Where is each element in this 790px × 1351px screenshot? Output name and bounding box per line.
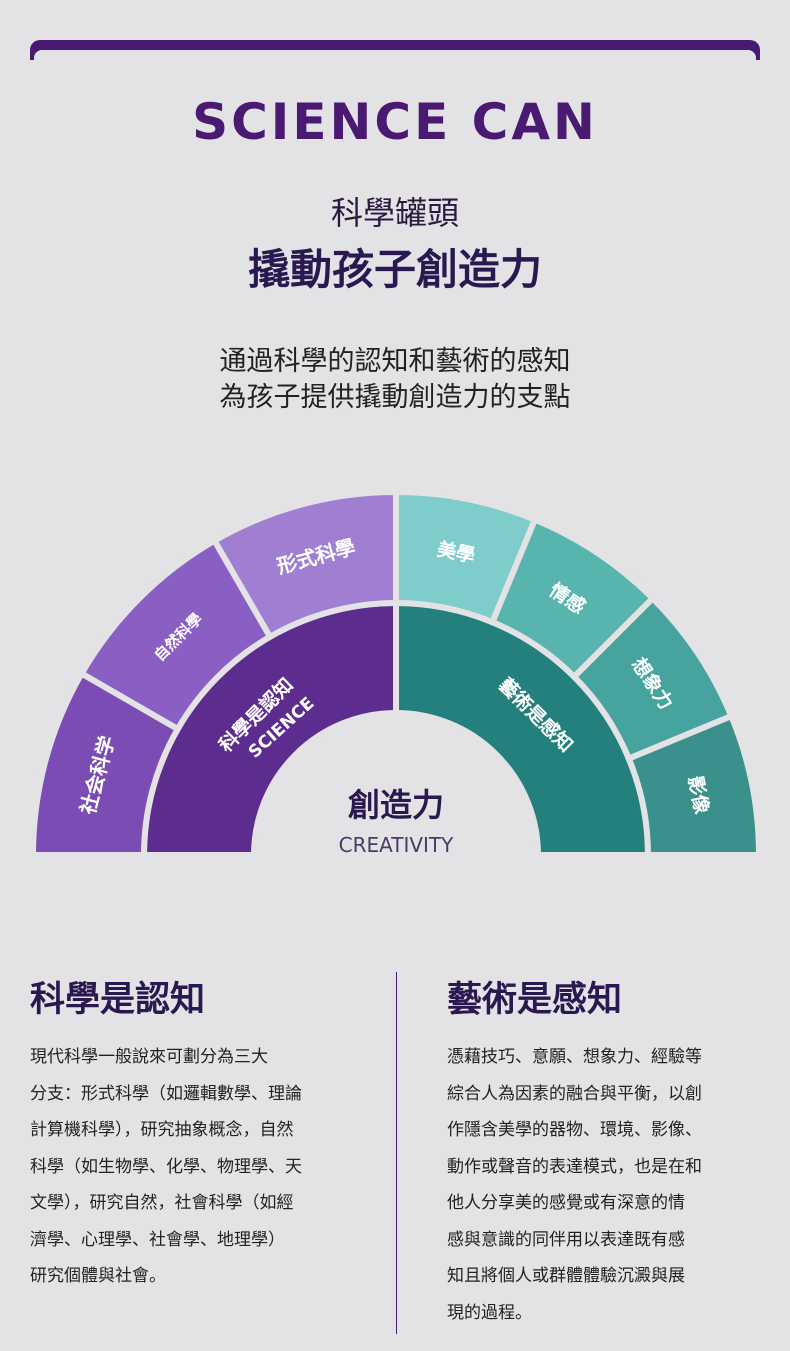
science-line: 科學（如生物學、化學、物理學、天: [30, 1156, 302, 1177]
art-line: 知且將個人或群體體驗沉澱與展: [447, 1266, 685, 1286]
art-line: 憑藉技巧、意願、想象力、經驗等: [447, 1047, 702, 1067]
art-line: 他人分享美的感覺或有深意的情: [447, 1193, 685, 1213]
science-line: 研究個體與社會。: [30, 1266, 166, 1286]
subtitle: 通過科學的認知和藝術的感知 為孩子提供撬動創造力的支點: [0, 344, 790, 416]
art-line: 綜合人為因素的融合與平衡，以創: [447, 1083, 702, 1104]
art-line: 感與意識的同伴用以表達既有感: [447, 1229, 685, 1250]
section-divider: [396, 972, 397, 1334]
wheel-center-subtitle: CREATIVITY: [339, 833, 455, 857]
science-line: 現代科學一般說來可劃分為三大: [30, 1047, 268, 1067]
science-line: 文學），研究自然，社會科學（如經: [30, 1193, 294, 1213]
top-decorative-bar: [30, 40, 760, 62]
science-title: 科學是認知: [30, 980, 206, 1020]
art-section: 藝術是感知 憑藉技巧、意願、想象力、經驗等 綜合人為因素的融合與平衡，以創 作隱…: [447, 975, 769, 1331]
art-line: 現的過程。: [447, 1302, 532, 1323]
page-title-line1: 科學罐頭: [330, 194, 459, 232]
page-title-line2: 撬動孩子創造力: [247, 245, 542, 294]
wheel-center-title: 創造力: [348, 786, 444, 824]
art-segment: [624, 712, 763, 858]
science-line: 分支：形式科學（如邏輯數學、理論: [30, 1083, 302, 1104]
art-title: 藝術是感知: [447, 980, 623, 1020]
science-body: 現代科學一般說來可劃分為三大 分支：形式科學（如邏輯數學、理論 計算機科學），研…: [30, 1039, 360, 1295]
art-body: 憑藉技巧、意願、想象力、經驗等 綜合人為因素的融合與平衡，以創 作隱含美學的器物…: [447, 1039, 769, 1331]
science-section: 科學是認知 現代科學一般說來可劃分為三大 分支：形式科學（如邏輯數學、理論 計算…: [30, 975, 360, 1295]
science-line: 計算機科學），研究抽象概念，自然: [30, 1120, 294, 1140]
subtitle-line1: 通過科學的認知和藝術的感知: [219, 346, 571, 377]
art-line: 作隱含美學的器物、環境、影像、: [447, 1120, 702, 1140]
art-line: 動作或聲音的表達模式，也是在和: [447, 1156, 702, 1177]
science-line: 濟學、心理學、社會學、地理學）: [30, 1229, 285, 1250]
brand-logo: SCIENCE CAN: [192, 93, 598, 151]
subtitle-line2: 為孩子提供撬動創造力的支點: [219, 382, 571, 413]
